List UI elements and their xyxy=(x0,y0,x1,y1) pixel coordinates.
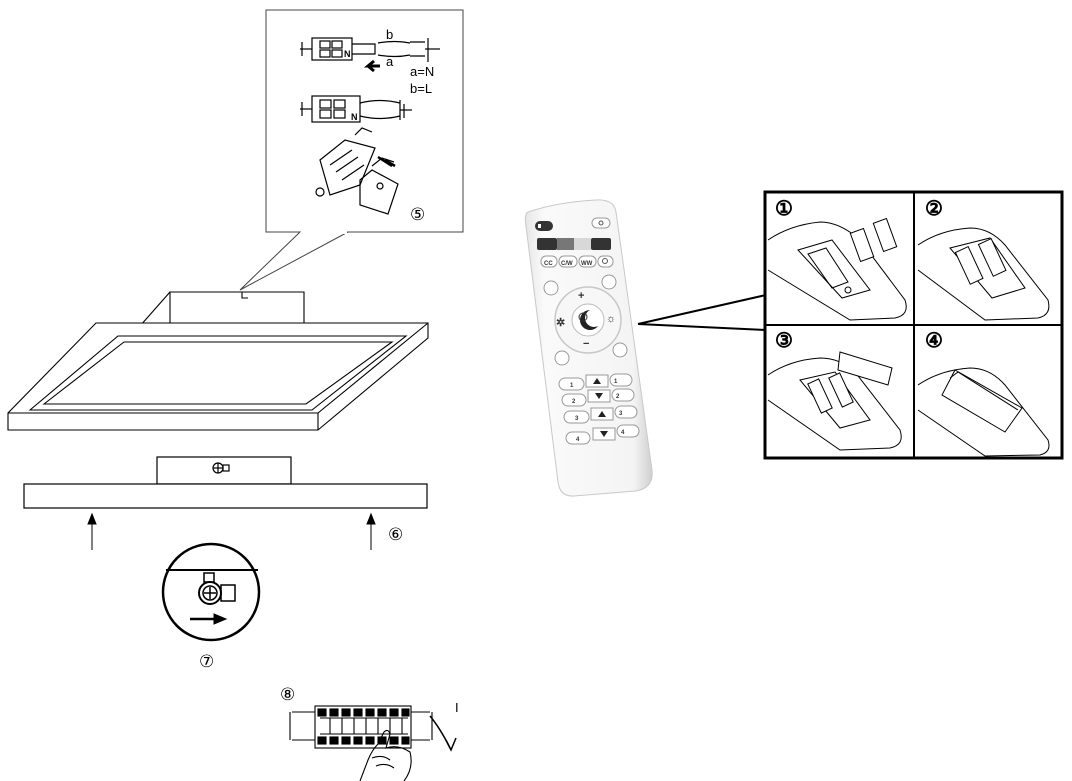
battery-step-3 xyxy=(767,351,902,451)
moon-icon xyxy=(580,310,598,330)
scene-2-button[interactable] xyxy=(561,393,587,407)
step-3-label: ③ xyxy=(775,328,793,352)
breaker-on-label: I xyxy=(455,700,459,715)
cw-label: C/W xyxy=(561,261,573,267)
preset-1-button[interactable] xyxy=(609,373,633,387)
scene-3-label: 3 xyxy=(575,416,579,422)
timer-button[interactable] xyxy=(597,255,614,268)
mounting-bar xyxy=(23,456,428,509)
up-arrow-icon xyxy=(593,378,601,384)
wire-a-label: a xyxy=(386,54,394,69)
up-arrow-icon xyxy=(87,512,376,550)
preset-3-button[interactable] xyxy=(614,405,638,419)
mode-button[interactable] xyxy=(612,342,628,358)
battery-callout xyxy=(637,294,767,331)
cc-button[interactable] xyxy=(540,255,558,268)
ceiling-panel-iso xyxy=(7,291,429,431)
step-7-label: ⑦ xyxy=(199,652,214,672)
screw-slide-detail xyxy=(161,542,261,642)
scene-4-button[interactable] xyxy=(565,431,591,445)
wiring-detail-panel: N b a a=N b=L N ⑤ xyxy=(239,9,464,291)
cold-icon: ✲ xyxy=(556,317,565,329)
step-1-label: ① xyxy=(775,196,793,220)
cc-label: CC xyxy=(544,261,553,267)
battery-step-1 xyxy=(767,217,907,321)
scene-3-button[interactable] xyxy=(563,410,590,424)
up-arrow-icon xyxy=(598,411,606,417)
ww-button[interactable] xyxy=(578,255,597,268)
legend-n: a=N xyxy=(410,64,434,79)
preset-2-label: 2 xyxy=(616,394,620,400)
memory-button[interactable] xyxy=(543,280,559,296)
color-temperature-bar[interactable] xyxy=(537,238,611,250)
insert-arrow-icon xyxy=(363,59,380,73)
scene-1-label: 1 xyxy=(570,383,574,389)
preset-3-label: 3 xyxy=(619,411,623,417)
scene-buttons: 1 1 2 2 3 3 4 4 xyxy=(558,373,640,445)
terminal-block-open xyxy=(300,37,440,62)
battery-step-2 xyxy=(917,227,1050,321)
terminal-block-connected xyxy=(300,95,412,123)
sleep-button[interactable] xyxy=(554,350,570,366)
remote-control: CC C/W WW + − ✲ ☼ 1 1 2 xyxy=(524,199,653,497)
preset-4-label: 4 xyxy=(621,430,625,436)
cw-button[interactable] xyxy=(558,255,578,268)
legend-l: b=L xyxy=(410,81,432,96)
step-4-label: ④ xyxy=(925,328,943,352)
wire-b-label: b xyxy=(386,27,393,42)
power-off-button[interactable] xyxy=(535,221,553,231)
battery-install-panel: ① ② ③ ④ xyxy=(763,190,1064,460)
battery-step-4 xyxy=(917,367,1050,457)
step-6-label: ⑥ xyxy=(388,525,403,545)
plus-label: + xyxy=(578,290,584,302)
preset-4-button[interactable] xyxy=(616,424,640,438)
scene-4-label: 4 xyxy=(576,437,580,443)
scene-1-button[interactable] xyxy=(558,377,585,391)
sun-icon xyxy=(578,312,588,322)
minus-label: − xyxy=(583,338,589,350)
circuit-breaker xyxy=(289,705,433,781)
down-arrow-icon xyxy=(595,393,603,399)
step-8-label: ⑧ xyxy=(280,685,295,705)
power-on-button[interactable] xyxy=(591,217,611,229)
timer-icon xyxy=(602,258,608,264)
scene-2-label: 2 xyxy=(572,399,576,405)
step-5-label: ⑤ xyxy=(410,205,425,225)
preset-1-label: 1 xyxy=(614,379,618,385)
night-button[interactable] xyxy=(601,274,617,290)
terminal-block-cover xyxy=(315,127,399,215)
bright-icon: ☼ xyxy=(606,313,616,325)
preset-2-button[interactable] xyxy=(611,388,635,402)
step-2-label: ② xyxy=(925,196,943,220)
svg-text:N: N xyxy=(351,112,358,122)
day-night-button[interactable] xyxy=(571,303,605,337)
ww-label: WW xyxy=(581,261,593,267)
down-arrow-icon xyxy=(600,431,608,437)
svg-text:N: N xyxy=(344,49,351,59)
